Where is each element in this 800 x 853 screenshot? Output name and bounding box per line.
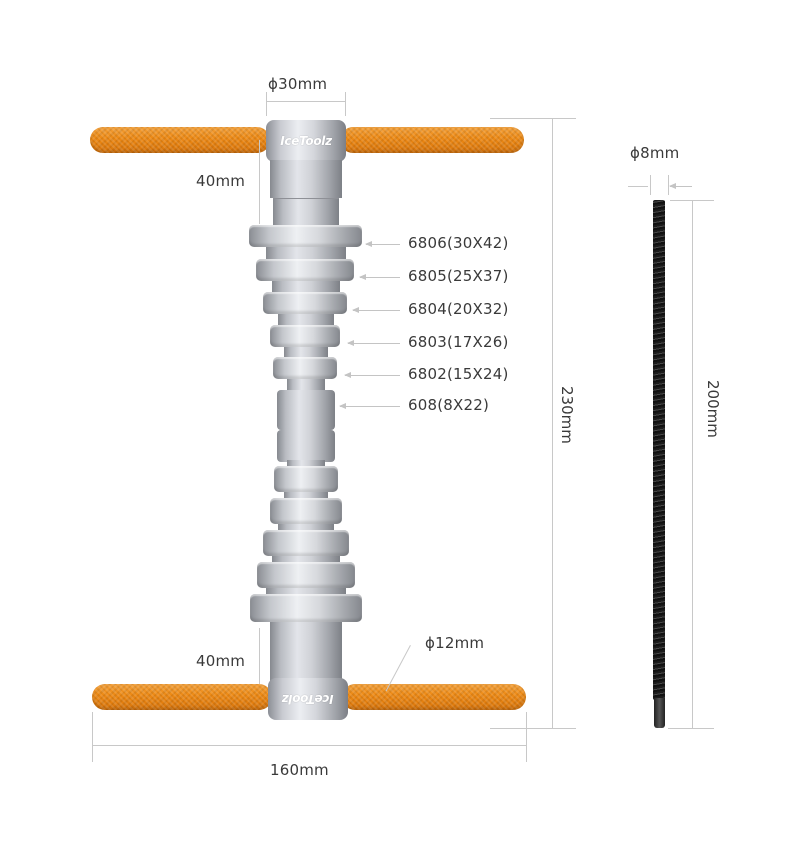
arrow-6803 (347, 340, 400, 346)
bearing-label-6804: 6804(20X32) (408, 300, 509, 318)
upper-collar (273, 198, 339, 227)
arrow-608 (339, 403, 400, 409)
width-ext-left (92, 712, 93, 762)
bottom-handle-right (342, 684, 526, 710)
arrow-6806 (365, 241, 400, 247)
adapter-6804 (263, 292, 347, 314)
lower-adapter-608 (277, 430, 335, 462)
bearing-label-6805: 6805(25X37) (408, 267, 509, 285)
adapter-neck (284, 492, 328, 502)
top-handle-left (90, 127, 270, 153)
bottom-height-line (259, 628, 260, 708)
lower-adapter-6804 (263, 530, 349, 556)
adapter-6803 (270, 325, 340, 347)
arrow-6802 (344, 372, 400, 378)
adapter-neck (266, 247, 346, 261)
adapter-6806 (249, 225, 362, 247)
top-diameter-label: ϕ30mm (268, 75, 328, 93)
top-diameter-ext-left (266, 92, 267, 116)
bottom-height-label: 40mm (196, 652, 246, 670)
adapter-608 (277, 390, 335, 430)
threaded-rod (653, 200, 665, 700)
bearing-label-6802: 6802(15X24) (408, 365, 509, 383)
brand-logo-bottom: IceToolz (282, 692, 334, 706)
arrow-6805 (359, 274, 400, 280)
arrow-6804 (352, 307, 400, 313)
adapter-6802 (273, 357, 337, 379)
overall-width-line (92, 745, 526, 746)
top-diameter-ext-right (345, 92, 346, 116)
lower-shaft (270, 622, 342, 684)
lower-adapter-6805 (257, 562, 355, 588)
adapter-neck (278, 314, 334, 328)
adapter-neck (287, 460, 325, 470)
adapter-neck (278, 524, 334, 534)
rod-length-label: 200mm (704, 380, 722, 438)
adapter-neck (287, 379, 325, 391)
overall-height-label: 230mm (558, 386, 576, 444)
handle-diameter-label: ϕ12mm (425, 634, 485, 652)
top-handle-right (340, 127, 524, 153)
rod-diameter-ext-left (650, 175, 651, 195)
top-cap: IceToolz (266, 120, 346, 162)
bearing-label-6806: 6806(30X42) (408, 234, 509, 252)
height-ext-top (490, 118, 576, 119)
bearing-label-608: 608(8X22) (408, 396, 490, 414)
rod-length-ext-bottom (668, 728, 714, 729)
bottom-handle-left (92, 684, 272, 710)
rod-diameter-arrow-left (628, 186, 648, 187)
rod-length-line (692, 200, 693, 728)
adapter-neck (284, 347, 328, 359)
adapter-neck (272, 556, 340, 566)
lower-adapter-6803 (270, 498, 342, 524)
lower-adapter-6802 (274, 466, 338, 492)
top-height-line (259, 140, 260, 224)
brand-logo-top: IceToolz (280, 134, 332, 148)
threaded-rod-tip (654, 698, 665, 728)
height-ext-bottom (490, 728, 576, 729)
bottom-cap: IceToolz (268, 678, 348, 720)
rod-diameter-arrow-right (669, 183, 692, 189)
rod-diameter-label: ϕ8mm (630, 144, 680, 162)
adapter-6805 (256, 259, 354, 281)
width-ext-right (526, 712, 527, 762)
top-height-label: 40mm (196, 172, 246, 190)
adapter-neck (272, 281, 340, 294)
top-diameter-line (267, 101, 345, 102)
adapter-neck (266, 588, 346, 598)
bearing-label-6803: 6803(17X26) (408, 333, 509, 351)
rod-diameter-ext-right (668, 175, 669, 195)
upper-shaft (270, 160, 342, 198)
overall-height-line (552, 118, 553, 728)
overall-width-label: 160mm (270, 761, 329, 779)
lower-adapter-6806 (250, 594, 362, 622)
